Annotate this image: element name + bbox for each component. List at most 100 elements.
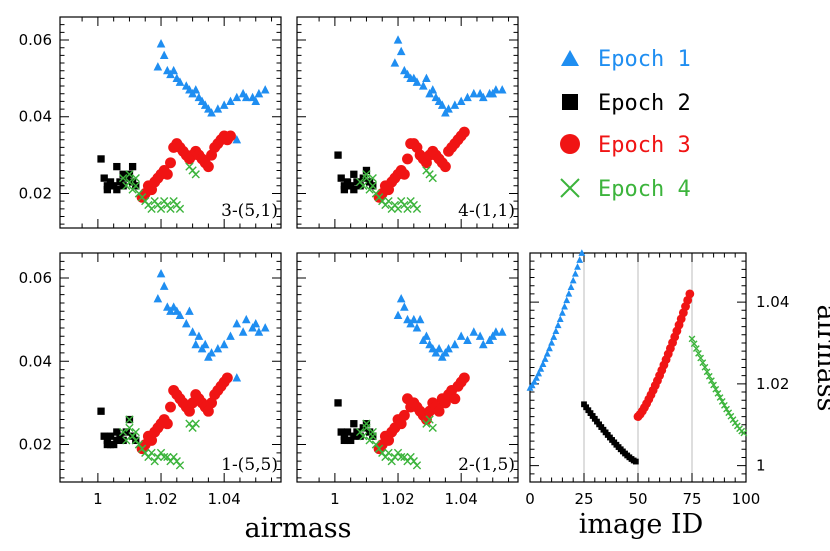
x-axis-label: airmass bbox=[244, 513, 351, 544]
image-id-tick-label: 50 bbox=[628, 490, 647, 508]
airmass-point-epoch-1 bbox=[546, 344, 553, 352]
data-point-epoch-1 bbox=[213, 104, 223, 113]
airmass-point-epoch-4 bbox=[721, 401, 728, 409]
data-point-epoch-4 bbox=[125, 423, 134, 433]
data-point-epoch-1 bbox=[238, 327, 248, 336]
data-point-epoch-2 bbox=[119, 436, 127, 445]
data-point-epoch-4 bbox=[368, 427, 377, 437]
data-point-epoch-1 bbox=[156, 39, 166, 48]
data-point-epoch-3 bbox=[165, 401, 176, 413]
data-point-epoch-4 bbox=[166, 204, 175, 213]
data-point-epoch-4 bbox=[134, 440, 144, 449]
data-point-epoch-1 bbox=[456, 331, 466, 340]
panel-label-bottom-middle: 2-(1,5) bbox=[458, 455, 515, 475]
data-point-epoch-2 bbox=[343, 182, 352, 190]
data-point-epoch-1 bbox=[207, 348, 216, 357]
data-point-epoch-1 bbox=[191, 339, 201, 349]
data-point-epoch-2 bbox=[106, 178, 115, 186]
data-point-epoch-1 bbox=[194, 331, 204, 340]
data-point-epoch-4 bbox=[390, 452, 400, 462]
data-point-epoch-1 bbox=[251, 96, 261, 105]
data-point-epoch-3 bbox=[206, 397, 218, 409]
data-point-epoch-1 bbox=[418, 81, 428, 90]
data-point-epoch-4 bbox=[172, 457, 181, 466]
x-tick-label: 1 bbox=[93, 490, 103, 508]
data-point-epoch-1 bbox=[181, 318, 191, 328]
data-point-epoch-3 bbox=[383, 434, 395, 446]
data-point-epoch-1 bbox=[444, 104, 453, 113]
panel-top-left: 0.020.040.06 bbox=[19, 16, 282, 229]
airmass-point-epoch-4 bbox=[723, 405, 730, 413]
airmass-point-epoch-1 bbox=[567, 283, 575, 291]
image-id-tick-label: 100 bbox=[732, 490, 761, 508]
data-point-epoch-2 bbox=[343, 178, 352, 186]
data-point-epoch-2 bbox=[113, 162, 121, 171]
data-point-epoch-2 bbox=[103, 185, 112, 194]
data-point-epoch-4 bbox=[131, 173, 140, 183]
data-point-epoch-2 bbox=[119, 170, 127, 178]
data-point-epoch-1 bbox=[444, 343, 453, 353]
data-point-epoch-4 bbox=[131, 427, 140, 437]
data-point-epoch-1 bbox=[478, 339, 488, 349]
x-tick-label: 1.02 bbox=[381, 490, 414, 508]
data-point-epoch-1 bbox=[232, 373, 242, 382]
data-point-epoch-1 bbox=[412, 323, 422, 332]
data-point-epoch-2 bbox=[106, 182, 115, 190]
data-point-epoch-1 bbox=[260, 85, 270, 94]
legend: Epoch 1 Epoch 2 Epoch 3 Epoch 4 bbox=[560, 47, 691, 202]
data-point-epoch-4 bbox=[185, 419, 194, 428]
data-point-epoch-2 bbox=[350, 170, 358, 178]
airmass-point-epoch-4 bbox=[697, 354, 705, 362]
data-point-epoch-4 bbox=[384, 196, 393, 206]
data-point-epoch-1 bbox=[200, 339, 210, 349]
data-point-epoch-1 bbox=[390, 58, 400, 67]
data-point-epoch-2 bbox=[116, 432, 124, 440]
data-point-epoch-4 bbox=[403, 457, 412, 466]
airmass-point-epoch-4 bbox=[714, 389, 722, 397]
airmass-point-epoch-1 bbox=[556, 315, 564, 323]
x-tick-label: 1.02 bbox=[144, 490, 177, 508]
data-point-epoch-2 bbox=[97, 407, 105, 415]
data-point-epoch-1 bbox=[260, 323, 270, 332]
airmass-right-axis-label: airmass bbox=[811, 304, 830, 411]
airmass-point-epoch-4 bbox=[695, 349, 702, 357]
data-point-epoch-2 bbox=[356, 432, 364, 440]
legend-marker-epoch-2 bbox=[562, 94, 578, 110]
data-point-epoch-2 bbox=[100, 432, 108, 440]
data-point-epoch-4 bbox=[355, 427, 365, 437]
data-point-epoch-1 bbox=[478, 92, 488, 102]
data-point-epoch-2 bbox=[365, 428, 374, 436]
data-point-epoch-1 bbox=[207, 108, 216, 117]
data-point-epoch-1 bbox=[213, 343, 223, 353]
data-point-epoch-4 bbox=[137, 444, 147, 453]
x-tick-label: 1 bbox=[330, 490, 340, 508]
data-point-epoch-2 bbox=[359, 424, 367, 432]
data-point-epoch-4 bbox=[371, 440, 381, 449]
data-point-epoch-3 bbox=[202, 161, 214, 173]
data-point-epoch-3 bbox=[202, 405, 214, 417]
data-point-epoch-4 bbox=[397, 452, 406, 462]
panel-label-top-left: 3-(5,1) bbox=[221, 201, 278, 221]
data-point-epoch-2 bbox=[113, 428, 121, 436]
airmass-tick-label: 1.04 bbox=[756, 293, 789, 311]
airmass-point-epoch-1 bbox=[533, 374, 540, 381]
y-tick-label: 0.06 bbox=[19, 269, 52, 287]
airmass-point-epoch-4 bbox=[705, 372, 713, 380]
data-point-epoch-1 bbox=[422, 73, 431, 82]
airmass-point-epoch-4 bbox=[725, 409, 733, 417]
y-tick-label: 0.04 bbox=[19, 108, 52, 126]
airmass-point-epoch-1 bbox=[537, 365, 545, 372]
airmass-point-epoch-4 bbox=[701, 363, 709, 371]
data-point-epoch-1 bbox=[156, 269, 166, 278]
data-point-epoch-2 bbox=[128, 162, 137, 171]
data-point-epoch-2 bbox=[119, 182, 127, 190]
airmass-point-epoch-4 bbox=[688, 335, 696, 343]
data-point-epoch-4 bbox=[428, 423, 437, 433]
data-point-epoch-1 bbox=[254, 327, 264, 336]
data-point-epoch-4 bbox=[150, 457, 159, 466]
airmass-point-epoch-4 bbox=[712, 385, 720, 393]
data-point-epoch-3 bbox=[449, 393, 461, 405]
